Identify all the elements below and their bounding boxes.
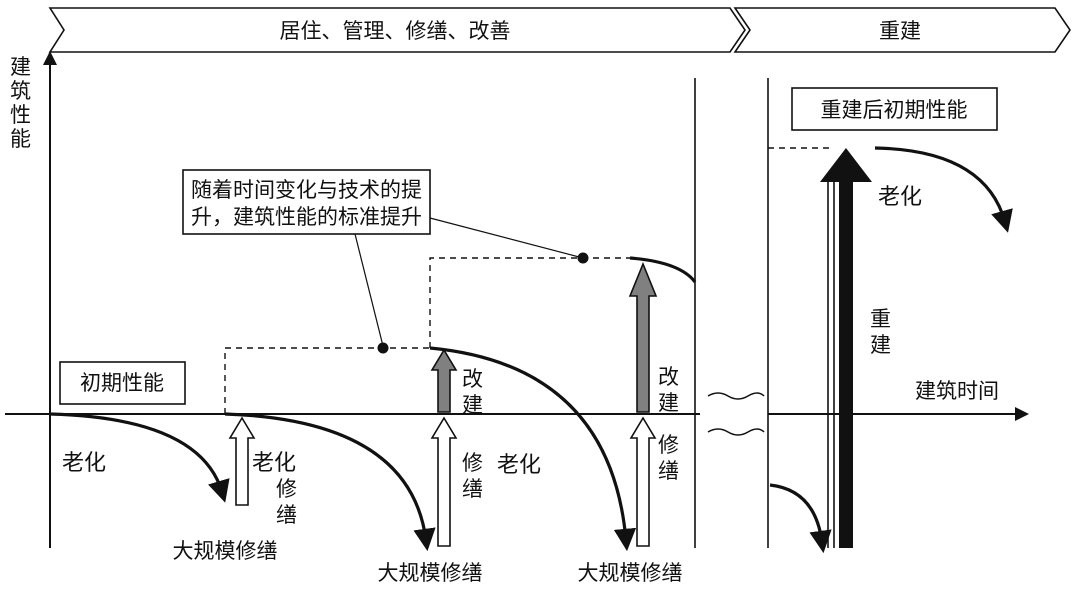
standard-rise-line2: 升，建筑性能的标准提升 [191, 205, 422, 229]
aging-curve-4-end [629, 256, 697, 284]
aging-curve-rebuild-old [769, 483, 832, 554]
phase-banner-living [48, 7, 746, 53]
improve-label-1b: 建 [462, 393, 483, 417]
aging-label-1: 老化 [62, 451, 106, 476]
repair-label-3b: 缮 [658, 459, 679, 483]
standard-level-dashed-2 [429, 257, 630, 348]
improve-label-1a: 改 [462, 367, 483, 391]
y-axis-label-char-1: 建 [10, 55, 31, 79]
y-axis-label-char-3: 性 [10, 103, 31, 127]
repair-arrow-1 [228, 416, 256, 506]
initial-performance-label: 初期性能 [80, 371, 164, 395]
aging-label-2: 老化 [252, 451, 296, 476]
rebuild-initial-label: 重建后初期性能 [821, 98, 968, 122]
standard-point-2 [577, 252, 589, 264]
callout-leader-1 [354, 233, 384, 347]
repair-label-2b: 缮 [462, 477, 483, 501]
repair-label-1b: 缮 [276, 503, 297, 527]
standard-level-dashed-1 [224, 347, 430, 414]
standard-rise-box [182, 169, 431, 235]
major-repair-label-2: 大规模修缮 [378, 561, 483, 585]
rebuild-label-b: 建 [870, 333, 891, 357]
major-repair-label-3: 大规模修缮 [578, 561, 683, 585]
initial-performance-box [59, 361, 186, 405]
repair-arrow-3 [629, 416, 657, 547]
rebuild-label-a: 重 [870, 307, 891, 331]
aging-curve-3 [429, 346, 637, 552]
rebuild-arrow [820, 148, 872, 548]
callout-leader-2 [429, 217, 584, 259]
improve-label-2b: 建 [658, 391, 679, 415]
aging-curve-2 [224, 412, 436, 552]
x-axis-label: 建筑时间 [915, 379, 999, 403]
aging-label-3: 老化 [497, 453, 541, 478]
aging-curve-rebuild-new [874, 146, 1013, 233]
phase-living-label: 居住、管理、修缮、改善 [280, 19, 511, 43]
y-axis-label-char-4: 能 [10, 127, 31, 151]
axis-break-mark-top [707, 392, 765, 400]
rebuild-initial-box [791, 87, 998, 131]
aging-curve-1 [49, 412, 230, 503]
repair-label-2a: 修 [462, 451, 483, 475]
standard-rise-line1: 随着时间变化与技术的提 [191, 178, 422, 202]
axis-break-mark-bottom [707, 428, 765, 436]
major-repair-label-1: 大规模修缮 [173, 539, 278, 563]
aging-label-4: 老化 [878, 185, 922, 210]
phase-rebuild-label: 重建 [879, 19, 921, 43]
repair-label-3a: 修 [658, 433, 679, 457]
improve-label-2a: 改 [658, 365, 679, 389]
repair-arrow-2 [430, 416, 458, 547]
repair-label-1a: 修 [276, 477, 297, 501]
standard-point-1 [377, 342, 389, 354]
improve-arrow-1 [430, 348, 458, 413]
improve-arrow-2 [628, 261, 658, 413]
y-axis-label-char-2: 筑 [10, 79, 31, 103]
phase-banner-rebuild [733, 7, 1071, 53]
